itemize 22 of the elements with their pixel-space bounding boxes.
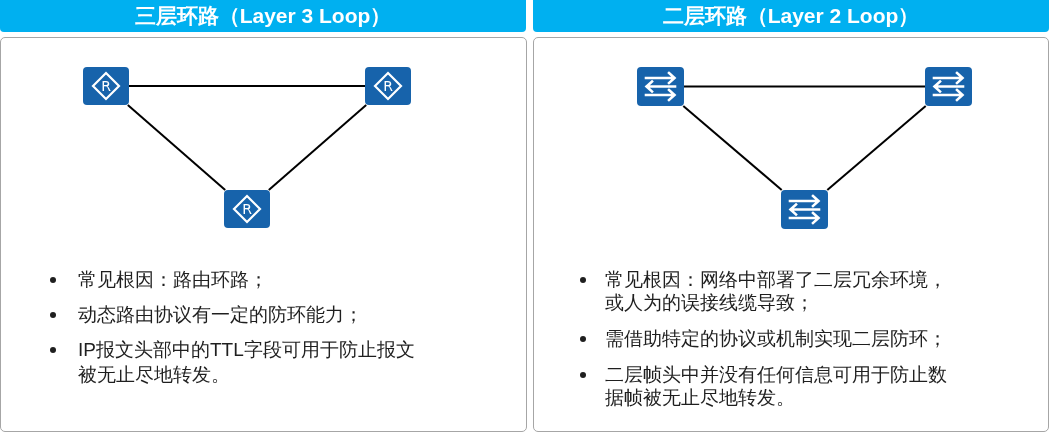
bullet-text: 动态路由协议有一定的防环能力； bbox=[78, 303, 364, 327]
router-box: R bbox=[224, 190, 270, 228]
router-box: R bbox=[365, 67, 411, 105]
bullet-text: 常见根因：网络中部署了二层冗余环境，或人为的误接线缆导致； bbox=[605, 268, 948, 314]
link-line bbox=[826, 105, 927, 191]
bullet-text: 需借助特定的协议或机制实现二层防环； bbox=[605, 327, 948, 350]
header-banner: 三层环路（Layer 3 Loop） bbox=[0, 0, 526, 32]
bullet-text: 二层帧头中并没有任何信息可用于防止数据帧被无止尽地转发。 bbox=[605, 363, 948, 409]
switch-icon bbox=[925, 67, 972, 106]
switch-icon bbox=[781, 190, 828, 229]
panel bbox=[533, 37, 1049, 432]
link-line bbox=[128, 85, 366, 87]
header-banner: 二层环路（Layer 2 Loop） bbox=[533, 0, 1049, 32]
link-line bbox=[682, 105, 783, 191]
link-line bbox=[267, 104, 368, 191]
router-box: R bbox=[83, 67, 129, 105]
link-line bbox=[683, 85, 926, 88]
bullet-text: IP报文头部中的TTL字段可用于防止报文被无止尽地转发。 bbox=[78, 338, 416, 387]
bullet-text: 常见根因：路由环路； bbox=[78, 268, 269, 292]
panel bbox=[0, 37, 527, 432]
link-line bbox=[126, 104, 227, 191]
switch-icon bbox=[637, 67, 684, 106]
